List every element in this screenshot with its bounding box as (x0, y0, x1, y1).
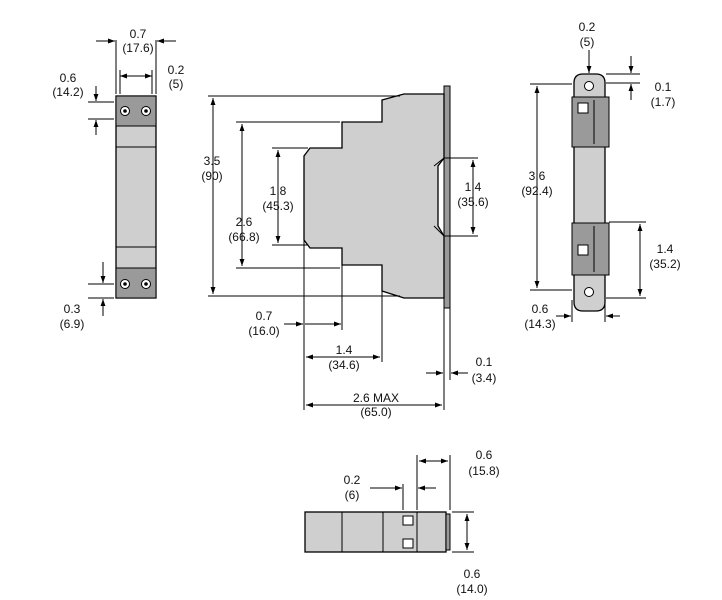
bottom-end-inch: 0.6 (476, 448, 493, 462)
bottom-depth-inch: 0.6 (464, 567, 481, 581)
side-height-mid-inch: 2.6 (236, 215, 253, 229)
side-rail-mm: (35.6) (457, 195, 488, 209)
back-height-mm: (92.4) (521, 184, 552, 198)
side-width-front-mm: (16.0) (248, 324, 279, 338)
side-width-front-inch: 0.7 (256, 309, 273, 323)
side-width-max-inch: 2.6 MAX (353, 391, 399, 405)
side-clip-inch: 0.1 (476, 355, 493, 369)
screw-icon (120, 279, 130, 289)
back-top-inch: 0.2 (579, 20, 596, 34)
side-width-mid-mm: (34.6) (328, 358, 359, 372)
screw-icon (141, 106, 151, 116)
front-width-mm: (17.6) (122, 41, 153, 55)
bottom-end-plate (445, 513, 451, 551)
din-rail-plate (443, 85, 451, 309)
front-bottom-mm: (6.9) (60, 317, 85, 331)
side-height-mid-mm: (66.8) (228, 230, 259, 244)
side-width-mid-inch: 1.4 (336, 343, 353, 357)
front-screw-mm: (5) (169, 77, 184, 91)
front-housing (115, 95, 157, 299)
side-clip-mm: (3.4) (472, 371, 497, 385)
back-top-mm: (5) (580, 35, 595, 49)
mounting-hole-icon (584, 81, 594, 91)
bottom-terminal-window (402, 515, 414, 526)
back-width-mm: (14.3) (524, 317, 555, 331)
front-width-inch: 0.7 (130, 27, 147, 41)
bottom-terminal-window (402, 538, 414, 549)
side-rail-inch: 1.4 (465, 180, 482, 194)
front-top-inch: 0.6 (60, 71, 77, 85)
side-height-inner-mm: (45.3) (262, 199, 293, 213)
back-lower-inch: 1.4 (657, 242, 674, 256)
mounting-hole-icon (584, 287, 594, 297)
back-height-inch: 3.6 (529, 169, 546, 183)
bottom-gap-mm: (6) (345, 488, 360, 502)
side-height-total-mm: (90) (201, 169, 222, 183)
bottom-view: 0.2 (6) 0.6 (15.8) 0.6 (14.0) (304, 448, 500, 596)
side-height-inner-inch: 1.8 (270, 184, 287, 198)
back-upper-window (577, 102, 589, 114)
front-screw-inch: 0.2 (168, 63, 185, 77)
screw-icon (141, 279, 151, 289)
back-lower-window (577, 244, 589, 256)
side-view: 3.5 (90) 2.6 (66.8) 1.8 (45.3) 1.4 (35.6… (201, 85, 497, 419)
side-width-max-mm: (65.0) (360, 405, 391, 419)
bottom-end-mm: (15.8) (468, 464, 499, 478)
back-view: 0.2 (5) 0.1 (1.7) 3.6 (92.4) 1.4 (35.2) … (521, 20, 680, 331)
back-width-inch: 0.6 (532, 302, 549, 316)
bottom-depth-mm: (14.0) (456, 582, 487, 596)
front-view: 0.7 (17.6) 0.6 (14.2) 0.2 (5) 0.3 (6.9) (52, 27, 184, 331)
side-height-total-inch: 3.5 (204, 154, 221, 168)
back-tab-mm: (1.7) (651, 95, 676, 109)
front-bottom-inch: 0.3 (64, 302, 81, 316)
front-top-mm: (14.2) (52, 85, 83, 99)
back-tab-inch: 0.1 (655, 80, 672, 94)
back-lower-mm: (35.2) (649, 257, 680, 271)
screw-icon (120, 106, 130, 116)
bottom-gap-inch: 0.2 (344, 473, 361, 487)
bottom-housing (304, 511, 447, 553)
side-housing (303, 93, 445, 299)
